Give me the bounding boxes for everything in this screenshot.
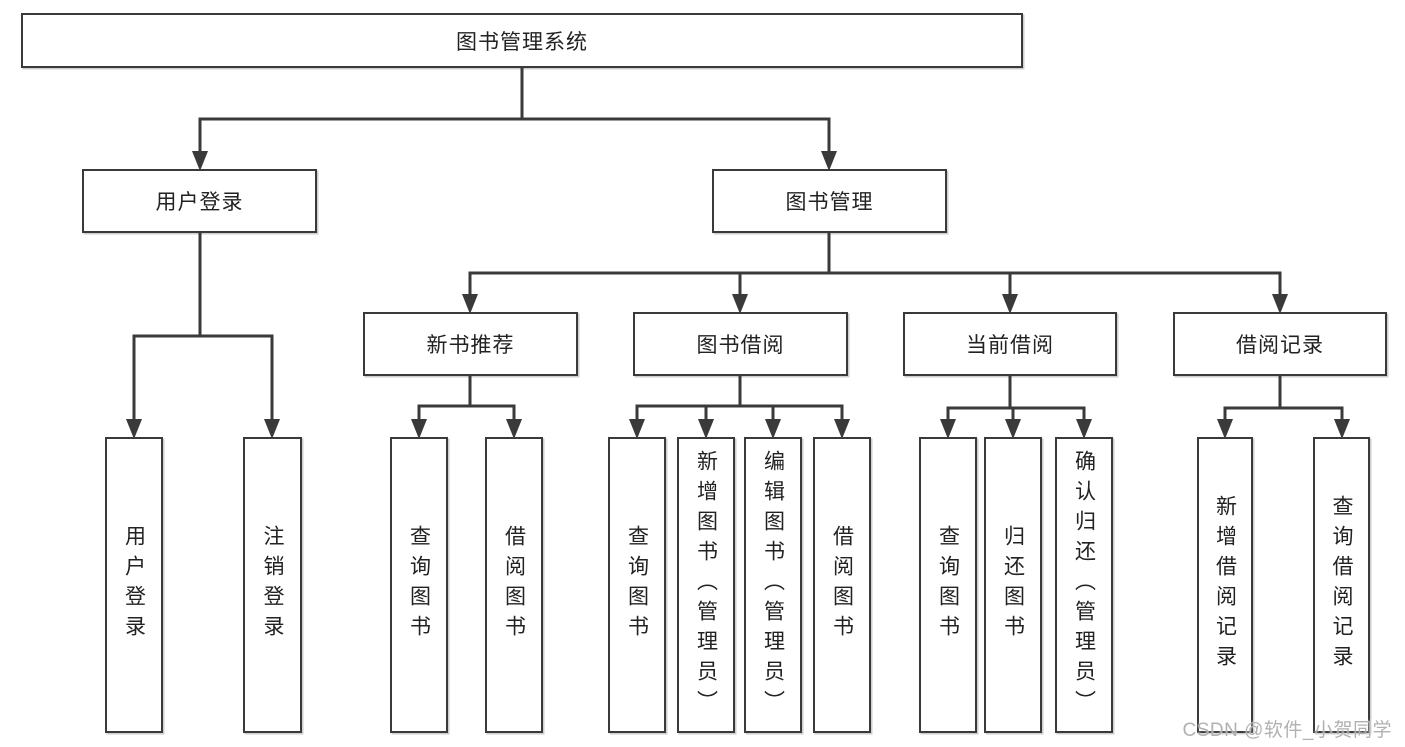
- node-root: 图书管理系统: [21, 13, 1023, 68]
- arrowhead-icon: [126, 419, 142, 439]
- arrowhead-icon: [411, 419, 427, 439]
- arrowhead-icon: [1002, 294, 1018, 314]
- arrowhead-icon: [506, 419, 522, 439]
- arrowhead-icon: [192, 151, 208, 171]
- node-leaf-user-login: 用户登录: [105, 437, 163, 733]
- node-label: 新增借阅记录: [1213, 495, 1237, 675]
- node-label: 图书管理: [785, 191, 874, 214]
- node-leaf-add-books: 新增图书（管理员）: [677, 437, 735, 733]
- node-label: 新书推荐: [426, 334, 515, 357]
- arrowhead-icon: [940, 419, 956, 439]
- node-book-management: 图书管理: [712, 169, 947, 233]
- node-leaf-query-books-1: 查询图书: [390, 437, 448, 733]
- node-label: 借阅图书: [830, 525, 854, 645]
- node-label: 归还图书: [1001, 525, 1025, 645]
- node-label: 当前借阅: [966, 334, 1054, 357]
- node-label: 查询借阅记录: [1330, 495, 1353, 675]
- node-leaf-query-books-2: 查询图书: [608, 437, 666, 733]
- arrowhead-icon: [1076, 419, 1092, 439]
- node-new-book-recommend: 新书推荐: [363, 312, 578, 376]
- node-leaf-add-borrow-record: 新增借阅记录: [1197, 437, 1253, 733]
- node-leaf-query-borrow-record: 查询借阅记录: [1313, 437, 1370, 733]
- arrowhead-icon: [698, 419, 714, 439]
- node-label: 确认归还（管理员）: [1072, 450, 1096, 720]
- arrowhead-icon: [1005, 419, 1021, 439]
- node-label: 查询图书: [936, 525, 960, 645]
- node-borrowing-records: 借阅记录: [1173, 312, 1387, 376]
- node-leaf-confirm-return: 确认归还（管理员）: [1055, 437, 1113, 733]
- node-leaf-return-books: 归还图书: [984, 437, 1042, 733]
- node-label: 注销登录: [261, 525, 284, 645]
- arrowhead-icon: [834, 419, 850, 439]
- node-book-borrowing: 图书借阅: [633, 312, 848, 376]
- arrowhead-icon: [1272, 294, 1288, 314]
- arrowhead-icon: [629, 419, 645, 439]
- node-label: 用户登录: [122, 525, 146, 645]
- arrowhead-icon: [462, 294, 478, 314]
- node-label: 新增图书（管理员）: [694, 450, 718, 720]
- node-label: 查询图书: [407, 525, 431, 645]
- node-leaf-logout: 注销登录: [243, 437, 302, 733]
- arrowhead-icon: [765, 419, 781, 439]
- node-leaf-query-books-3: 查询图书: [919, 437, 977, 733]
- arrowhead-icon: [732, 294, 748, 314]
- node-leaf-borrow-books-2: 借阅图书: [813, 437, 871, 733]
- node-label: 用户登录: [155, 191, 244, 214]
- node-user-login: 用户登录: [82, 169, 317, 233]
- node-label: 图书管理系统: [456, 30, 588, 54]
- node-leaf-borrow-books-1: 借阅图书: [485, 437, 543, 733]
- node-leaf-edit-books: 编辑图书（管理员）: [744, 437, 802, 733]
- node-current-borrowing: 当前借阅: [903, 312, 1117, 376]
- node-label: 图书借阅: [696, 334, 785, 357]
- node-label: 借阅图书: [502, 525, 526, 645]
- arrowhead-icon: [1217, 419, 1233, 439]
- arrowhead-icon: [821, 151, 837, 171]
- arrowhead-icon: [264, 419, 280, 439]
- csdn-watermark: CSDN @软件_小贺同学: [1182, 720, 1392, 741]
- node-label: 编辑图书（管理员）: [761, 450, 785, 720]
- node-label: 借阅记录: [1236, 334, 1324, 357]
- arrowhead-icon: [1334, 419, 1350, 439]
- node-label: 查询图书: [625, 525, 649, 645]
